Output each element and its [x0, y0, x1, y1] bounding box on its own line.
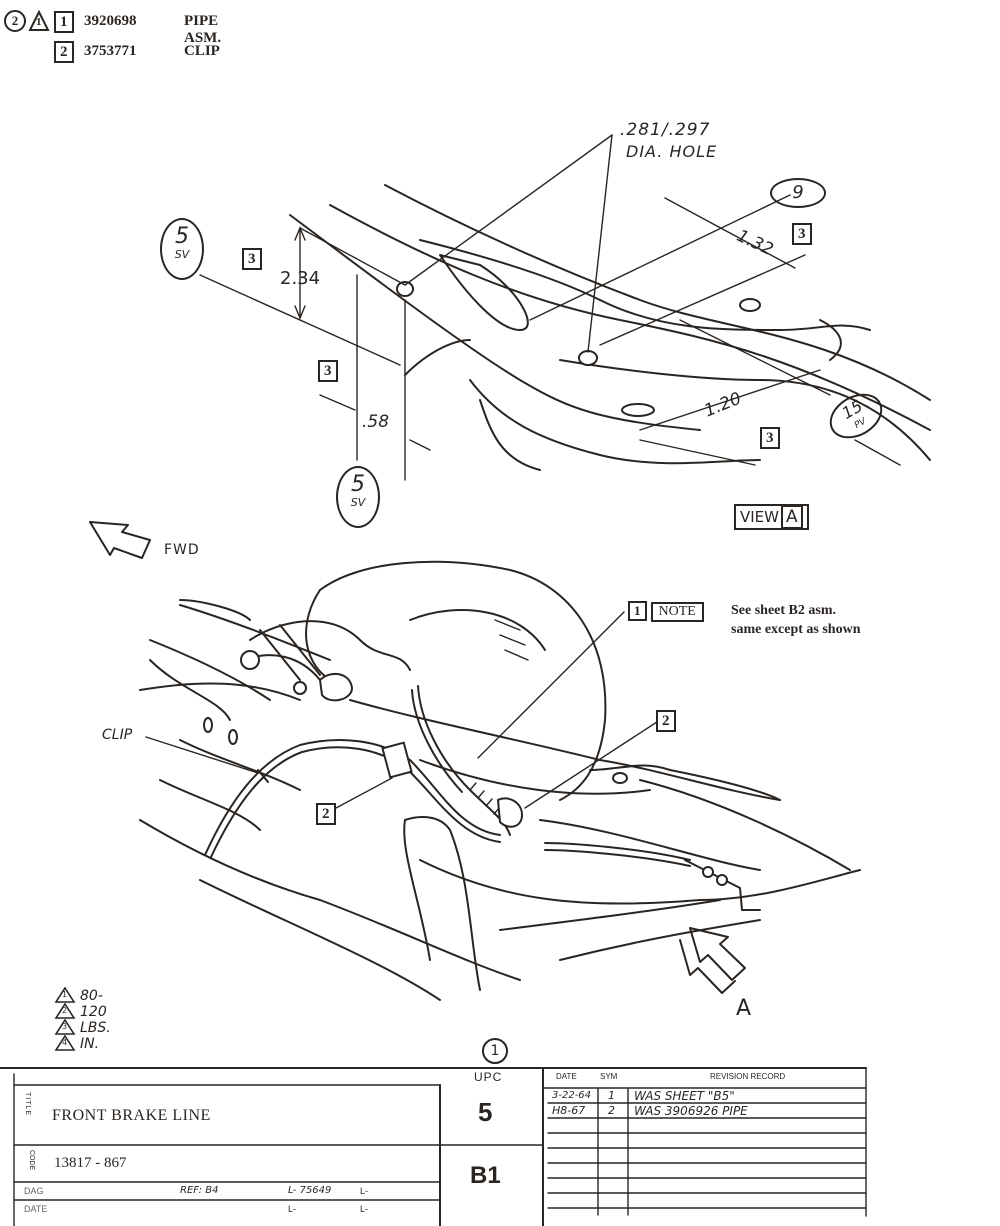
title-side-label: TITLE [24, 1092, 31, 1117]
note-word-box: NOTE [650, 602, 704, 622]
view-a-letter: A [781, 505, 803, 529]
rev-1-date: 3-22-64 [552, 1090, 592, 1101]
part-2-number: 3753771 [84, 43, 137, 59]
rev-header-record: REVISION RECORD [710, 1072, 786, 1081]
footer-dag: DAG [24, 1186, 44, 1196]
title-block-lines [0, 1067, 867, 1226]
main-view-lines [139, 560, 861, 1001]
fwd-arrow [89, 521, 151, 559]
ref-5sv-top-number: 5 [175, 224, 189, 249]
fwd-label: FWD [164, 542, 200, 558]
footer-l4: L- [360, 1204, 369, 1214]
ref-box-3-b: 3 [242, 248, 262, 270]
footer-ref: REF: B4 [180, 1185, 219, 1196]
note-item-box: 1 [628, 601, 647, 621]
circle-ref-text: 2 [11, 13, 19, 28]
dim-hole-label: DIA. HOLE [626, 142, 718, 161]
clip-label: CLIP [102, 727, 133, 743]
drawing-code: 13817 - 867 [54, 1155, 127, 1171]
rev-2-date: H8-67 [552, 1104, 586, 1117]
triangle-ref-icon [28, 10, 50, 31]
ref-5sv-bottom: 5 SV [336, 466, 380, 528]
circle-ref-badge: 2 [4, 10, 26, 32]
ref-5sv-top-sub: SV [174, 248, 190, 261]
ref-5sv-bottom-sub: SV [350, 496, 366, 509]
triangle-ref-text: 1 [36, 16, 42, 28]
code-side-label: CODE [28, 1150, 35, 1171]
view-a-arrow-letter: A [736, 996, 752, 1021]
ref-oval-9-text: 9 [792, 182, 804, 203]
view-a-frame-lines [199, 134, 931, 481]
torque-tri-2: 2 [62, 1006, 68, 1015]
note-line-1: See sheet B2 asm. [731, 603, 836, 618]
torque-tri-1: 1 [62, 990, 68, 999]
dim-2-34: 2.34 [280, 268, 321, 289]
dim-0-58: .58 [362, 412, 390, 432]
footer-l1: L- 75649 [288, 1185, 332, 1196]
footer-l3: L- [288, 1204, 297, 1214]
ref-box-3-a: 3 [792, 223, 812, 245]
callout-2-upper: 2 [656, 710, 676, 732]
ref-box-3-c: 3 [318, 360, 338, 382]
rev-header-sym: SYM [600, 1072, 618, 1081]
upc-circle: 1 [482, 1038, 508, 1064]
footer-l2: L- [360, 1186, 369, 1196]
torque-tri-4: 4 [62, 1038, 68, 1047]
upc-number: 5 [478, 1097, 493, 1127]
upc-label: UPC [474, 1070, 503, 1084]
callout-2-lower: 2 [316, 803, 336, 825]
rev-2-text: WAS 3906926 PIPE [634, 1104, 748, 1118]
footer-date: DATE [24, 1204, 48, 1214]
ref-5sv-bottom-number: 5 [351, 472, 365, 497]
rev-1-text: WAS SHEET "B5" [634, 1089, 735, 1103]
ref-oval-9: 9 [770, 178, 826, 208]
drawing-title: FRONT BRAKE LINE [52, 1107, 211, 1124]
part-1-description: PIPE ASM. [184, 13, 222, 46]
torque-spec: 80-120 LBS. IN. [80, 988, 111, 1052]
ref-5sv-top: 5 SV [160, 218, 204, 280]
view-a-label-text: VIEW [740, 508, 779, 526]
part-1-number: 3920698 [84, 13, 137, 29]
dim-hole-size: .281/.297 [620, 120, 711, 140]
rev-2-sym: 2 [608, 1104, 615, 1117]
sheet-number: B1 [470, 1162, 501, 1189]
part-2-description: CLIP [184, 43, 220, 59]
note-line-2: same except as shown [731, 622, 861, 637]
rev-1-sym: 1 [608, 1089, 615, 1102]
torque-tri-3: 3 [62, 1022, 68, 1031]
note-callout: 1 NOTE [628, 601, 704, 622]
rev-header-date: DATE [556, 1072, 577, 1081]
part-2-item-box: 2 [54, 41, 74, 63]
torque-triangles-icon [54, 986, 76, 1051]
upc-circle-text: 1 [490, 1043, 500, 1059]
ref-box-3-d: 3 [760, 427, 780, 449]
part-1-item-box: 1 [54, 11, 74, 33]
